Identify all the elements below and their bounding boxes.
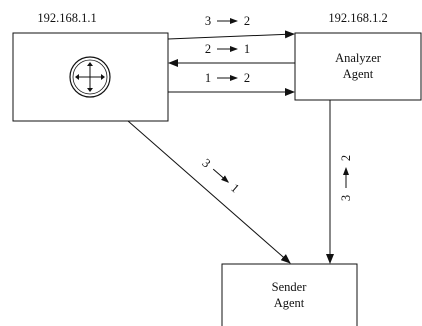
label-bottom-from: 1: [205, 71, 211, 85]
arrow-router-to-analyzer-top: [167, 30, 295, 40]
analyzer-name-line2: Agent: [343, 67, 374, 81]
label-mid-from: 2: [205, 42, 211, 56]
analyzer-name-line1: Analyzer: [335, 51, 382, 65]
label-bottom-to: 2: [244, 71, 250, 85]
router-ip-label: 192.168.1.1: [37, 11, 96, 25]
label-diag-to: 1: [228, 181, 242, 196]
arrow-router-to-sender: [127, 120, 291, 264]
sender-name-line1: Sender: [272, 280, 308, 294]
label-top-to: 2: [244, 14, 250, 28]
label-top-from: 3: [205, 14, 211, 28]
label-mid-to: 1: [244, 42, 250, 56]
sender-box[interactable]: [221, 263, 358, 326]
label-diag-from: 3: [199, 156, 213, 171]
label-diag-arrow: [212, 168, 230, 183]
router-icon: [69, 56, 111, 98]
label-vert-from: 3: [339, 195, 353, 201]
label-router-to-analyzer-top: 3 2: [205, 14, 250, 28]
label-analyzer-to-sender: 3 2: [339, 155, 353, 201]
analyzer-box[interactable]: [294, 32, 422, 101]
label-analyzer-to-router: 2 1: [205, 42, 250, 56]
analyzer-ip-label: 192.168.1.2: [328, 11, 387, 25]
label-vert-to: 2: [339, 155, 353, 161]
sender-name-line2: Agent: [274, 296, 305, 310]
label-router-to-analyzer-bottom: 1 2: [205, 71, 250, 85]
